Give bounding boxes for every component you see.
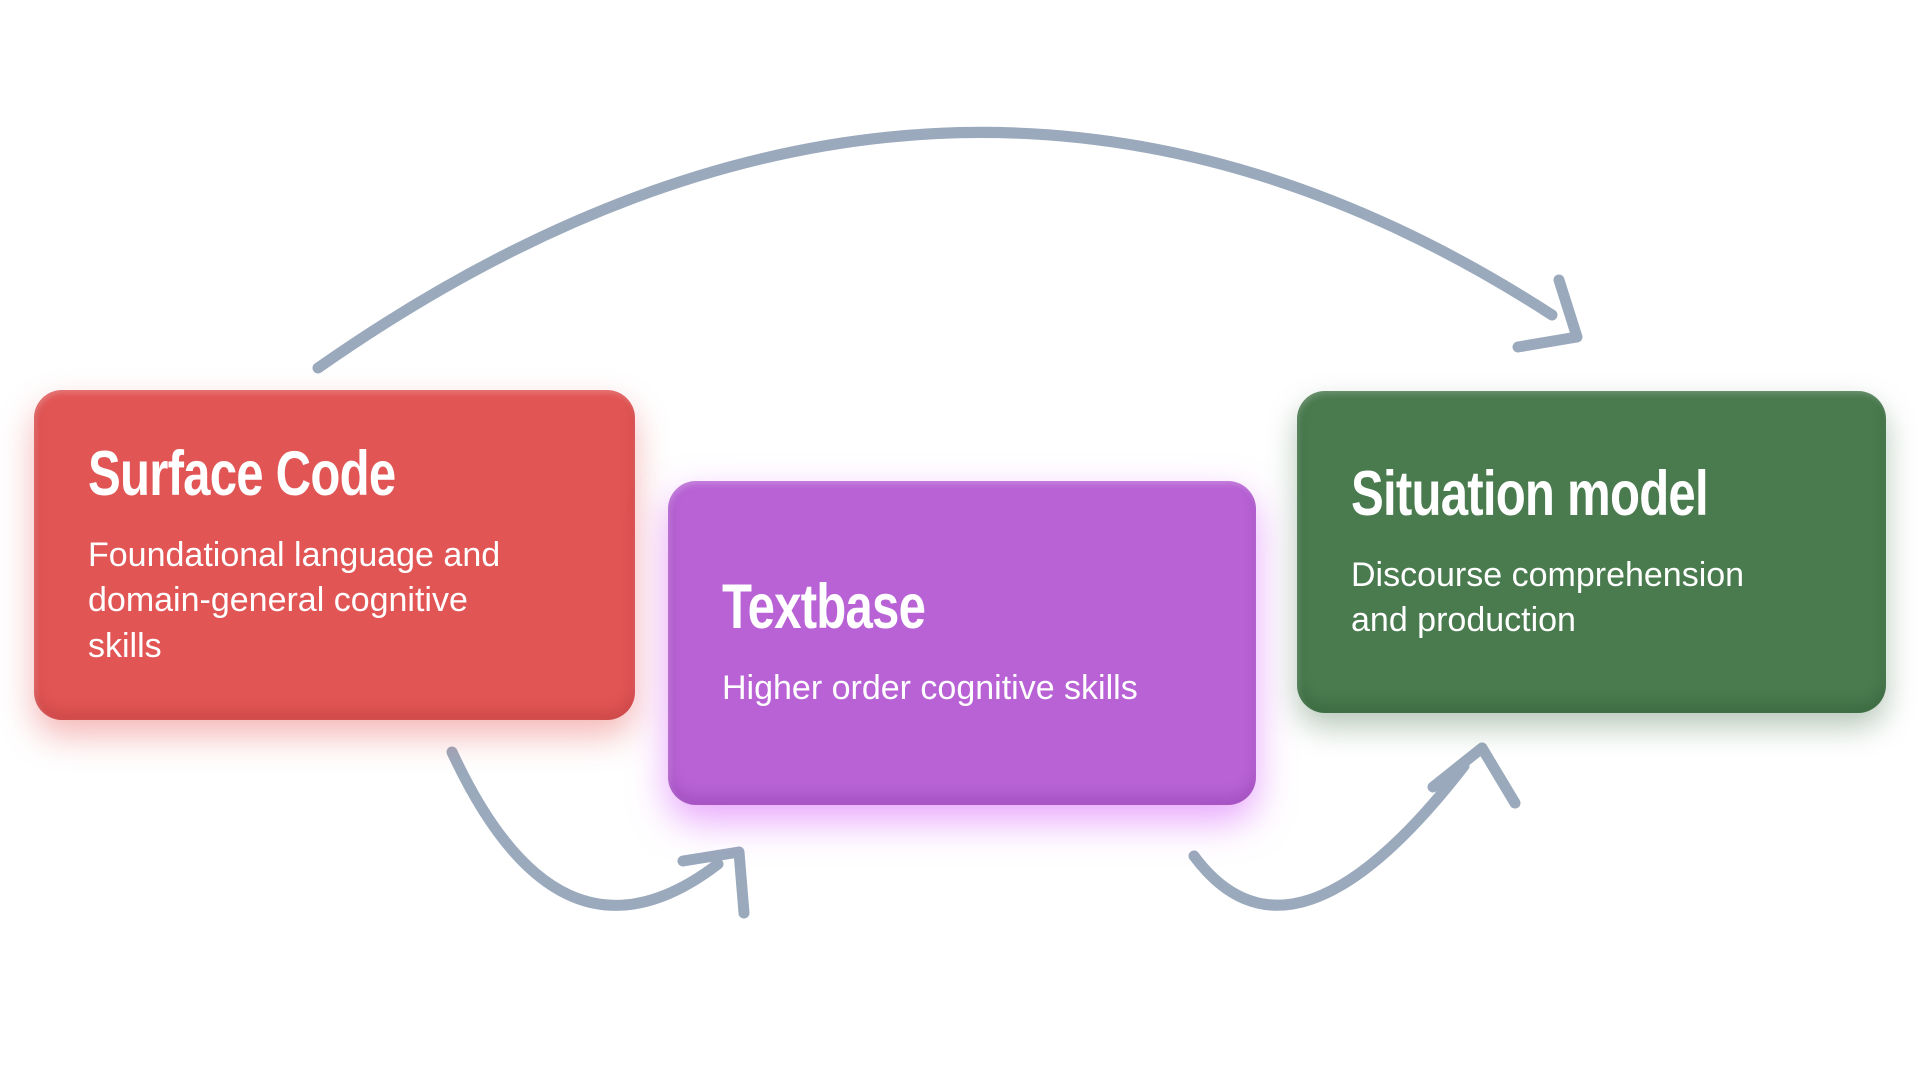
arrowhead-icon: [677, 846, 750, 919]
box-surface-code-title: Surface Code: [88, 439, 396, 510]
box-surface-code: Surface Code Foundational language and d…: [34, 390, 635, 720]
arrow-curve: [1188, 760, 1470, 911]
arrow-curve: [446, 746, 724, 911]
box-situation-model-title: Situation model: [1351, 458, 1709, 529]
box-textbase: Textbase Higher order cognitive skills: [668, 481, 1256, 805]
arrow-surface-to-situation: [312, 126, 1583, 374]
box-textbase-title: Textbase: [722, 572, 926, 643]
box-situation-model-description: Discourse comprehension and production: [1351, 555, 1745, 640]
arrow-curve: [312, 126, 1558, 374]
arrow-group: [312, 126, 1583, 919]
arrowhead-icon: [1427, 742, 1521, 809]
arrowhead-icon: [1512, 274, 1583, 353]
box-situation-model: Situation model Discourse comprehension …: [1297, 391, 1886, 713]
box-textbase-description: Higher order cognitive skills: [722, 669, 1138, 708]
arrow-textbase-to-situation: [1188, 742, 1521, 911]
arrow-surface-to-textbase: [446, 746, 750, 919]
box-surface-code-description: Foundational language and domain-general…: [88, 536, 501, 665]
